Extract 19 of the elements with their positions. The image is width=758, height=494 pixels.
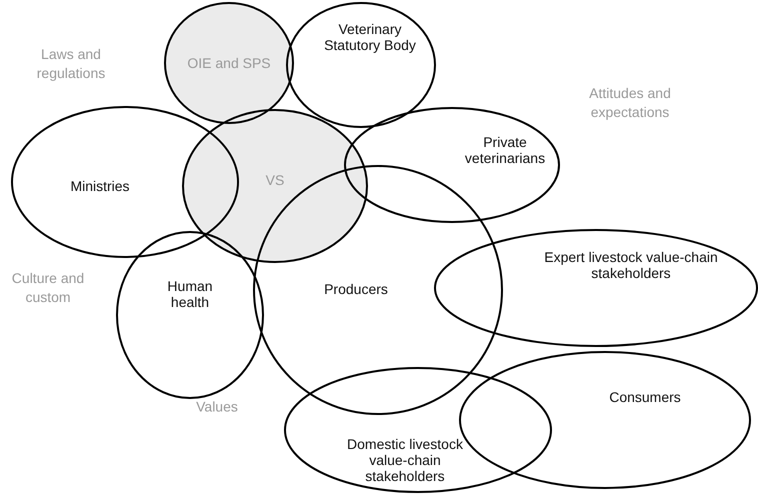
factor-label: Culture and custom xyxy=(10,269,86,307)
region-label: Human health xyxy=(166,278,214,310)
factor-label: Attitudes and expectations xyxy=(588,84,672,122)
venn-ellipse xyxy=(284,367,552,493)
region-label: Ministries xyxy=(69,178,131,194)
region-label: Expert livestock value-chain stakeholders xyxy=(543,248,719,282)
region-label: Veterinary Statutory Body xyxy=(323,20,417,54)
factor-label: Values xyxy=(195,398,239,416)
region-label: Domestic livestock value-chain stakeholders xyxy=(346,436,464,484)
venn-ellipse xyxy=(434,229,758,347)
venn-ellipse xyxy=(116,231,264,399)
region-label: VS xyxy=(264,172,286,188)
region-label: Private veterinarians xyxy=(464,134,546,166)
region-label: Producers xyxy=(323,280,389,298)
venn-ellipse xyxy=(286,2,436,128)
venn-ellipse xyxy=(11,106,239,258)
region-label: OIE and SPS xyxy=(186,54,272,72)
region-label: Consumers xyxy=(608,388,682,406)
factor-label: Laws and regulations xyxy=(36,45,106,83)
